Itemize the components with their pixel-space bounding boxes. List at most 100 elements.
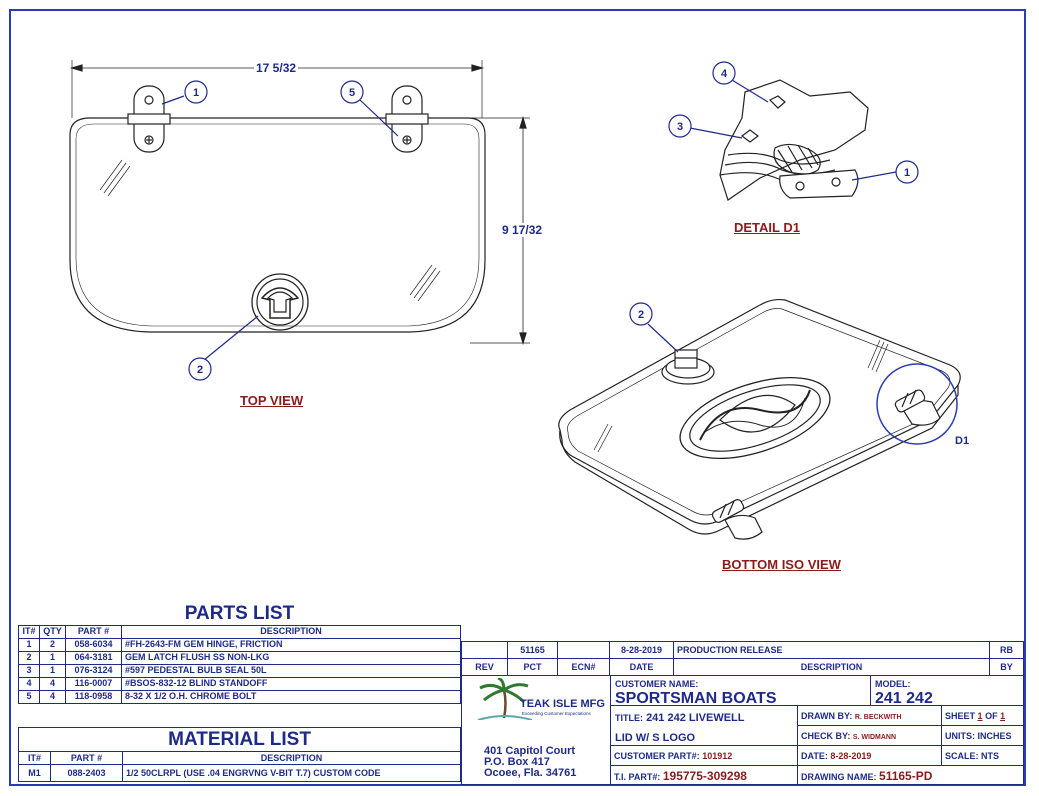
- check-by-label: CHECK BY:: [801, 731, 851, 741]
- description-cell: PRODUCTION RELEASE: [673, 641, 990, 659]
- cell: 076-3124: [65, 663, 122, 678]
- iso-balloon-2: 2: [638, 309, 644, 321]
- sheet-cell: SHEET 1 OF 1: [942, 706, 1023, 726]
- parts-list-table: PARTS LIST IT# QTY PART # DESCRIPTION 1 …: [18, 603, 461, 704]
- balloon-1: 1: [193, 87, 199, 99]
- cell: 1/2 50CLRPL (USE .04 ENGRVNG V-BIT T.7) …: [122, 764, 461, 782]
- drawn-by-cell: DRAWN BY: R. BECKWITH: [798, 706, 942, 726]
- cell: 1: [39, 650, 66, 665]
- customer-part-cell: CUSTOMER PART#: 101912: [611, 746, 798, 766]
- sheet-number: 1: [977, 711, 983, 721]
- cell: GEM LATCH FLUSH SS NON-LKG: [121, 650, 461, 665]
- detail-reference-d1: D1: [955, 435, 970, 447]
- col-header: DATE: [609, 658, 674, 676]
- material-list-title: MATERIAL LIST: [18, 727, 461, 752]
- cell: 5: [18, 689, 40, 704]
- cell: 088-2403: [50, 764, 123, 782]
- company-area: TEAK ISLE MFG Exceeding Customer Expecta…: [462, 676, 611, 784]
- table-row: M1 088-2403 1/2 50CLRPL (USE .04 ENGRVNG…: [18, 764, 461, 782]
- scale-cell: SCALE: NTS: [942, 746, 1023, 766]
- units-value: INCHES: [977, 731, 1012, 741]
- date-value: 8-28-2019: [830, 751, 872, 761]
- height-dimension: 9 17/32: [500, 223, 545, 237]
- ti-part-label: T.I. PART#:: [614, 772, 661, 782]
- balloon-2: 2: [197, 364, 203, 376]
- date-cell: DATE: 8-28-2019: [798, 746, 942, 766]
- cell: M1: [18, 764, 51, 782]
- col-header: REV: [461, 658, 508, 676]
- cell: 4: [39, 676, 66, 691]
- palm-tree-logo: [477, 678, 533, 720]
- customer-name-cell: CUSTOMER NAME: SPORTSMAN BOATS: [611, 676, 871, 707]
- title-line-1: TITLE: 241 242 LIVEWELL: [615, 712, 745, 724]
- customer-part-value: 101912: [702, 751, 733, 761]
- bottom-iso-label: BOTTOM ISO VIEW: [722, 557, 841, 572]
- detail-balloon-4: 4: [721, 68, 728, 80]
- balloon-5: 5: [349, 87, 355, 99]
- col-header: QTY: [39, 624, 66, 639]
- ti-part-cell: T.I. PART#: 195775-309298: [611, 766, 798, 784]
- address-line: Ocoee, Fla. 34761: [484, 767, 577, 779]
- detail-balloon-1: 1: [904, 167, 910, 179]
- cell: #597 PEDESTAL BULB SEAL 50L: [121, 663, 461, 678]
- cell: 116-0007: [65, 676, 122, 691]
- table-row: 5 4 118-0958 8-32 X 1/2 O.H. CHROME BOLT: [18, 689, 461, 704]
- company-tagline: Exceeding Customer Expectations: [522, 711, 591, 716]
- cell: 2: [18, 650, 40, 665]
- col-header: PART #: [50, 751, 123, 765]
- col-header: PCT: [507, 658, 558, 676]
- title-line-2: LID W/ S LOGO: [615, 732, 696, 744]
- drawn-by-value: R. BECKWITH: [854, 714, 902, 721]
- date-label: DATE:: [801, 751, 828, 761]
- address-line: 401 Capitol Court: [484, 745, 576, 757]
- revision-row: 51165 8-28-2019 PRODUCTION RELEASE RB: [461, 641, 1024, 659]
- revision-table: 51165 8-28-2019 PRODUCTION RELEASE RB RE…: [461, 641, 1024, 676]
- material-list-table: MATERIAL LIST IT# PART # DESCRIPTION M1 …: [18, 727, 461, 782]
- title-block: TEAK ISLE MFG Exceeding Customer Expecta…: [461, 675, 1024, 785]
- col-header: ECN#: [557, 658, 610, 676]
- table-row: 4 4 116-0007 #BSOS-832-12 BLIND STANDOFF: [18, 676, 461, 691]
- drawing-name-label: DRAWING NAME:: [801, 772, 877, 782]
- col-header: PART #: [65, 624, 122, 639]
- cell: 4: [18, 676, 40, 691]
- customer-name-value: SPORTSMAN BOATS: [615, 690, 777, 707]
- detail-label: DETAIL D1: [734, 220, 800, 235]
- title-label: TITLE:: [615, 713, 643, 723]
- scale-label: SCALE:: [945, 751, 979, 761]
- units-label: UNITS:: [945, 731, 975, 741]
- col-header: DESCRIPTION: [121, 624, 461, 639]
- table-row: 2 1 064-3181 GEM LATCH FLUSH SS NON-LKG: [18, 650, 461, 665]
- title-cell: TITLE: 241 242 LIVEWELL LID W/ S LOGO: [611, 706, 798, 746]
- check-by-value: S. WIDMANN: [852, 734, 897, 741]
- parts-list-title: PARTS LIST: [18, 603, 461, 626]
- width-dimension: 17 5/32: [254, 61, 299, 75]
- company-name: TEAK ISLE MFG: [520, 698, 605, 710]
- customer-part-label: CUSTOMER PART#:: [614, 751, 700, 761]
- rev-cell: [461, 641, 508, 659]
- model-label: MODEL:: [875, 679, 911, 689]
- top-view-label: TOP VIEW: [240, 393, 304, 408]
- ti-part-value: 195775-309298: [662, 769, 747, 783]
- cell: 058-6034: [65, 637, 122, 652]
- cell: 8-32 X 1/2 O.H. CHROME BOLT: [121, 689, 461, 704]
- customer-name-label: CUSTOMER NAME:: [615, 679, 699, 689]
- address-line: P.O. Box 417: [484, 756, 550, 768]
- ecn-cell: [557, 641, 610, 659]
- table-row: 3 1 076-3124 #597 PEDESTAL BULB SEAL 50L: [18, 663, 461, 678]
- drawing-name-cell: DRAWING NAME: 51165-PD: [798, 766, 1023, 784]
- cell: 3: [18, 663, 40, 678]
- cell: #FH-2643-FM GEM HINGE, FRICTION: [121, 637, 461, 652]
- col-header: DESCRIPTION: [673, 658, 990, 676]
- cell: 118-0958: [65, 689, 122, 704]
- detail-balloon-3: 3: [677, 121, 683, 133]
- sheet-label: SHEET: [945, 711, 976, 721]
- cell: 064-3181: [65, 650, 122, 665]
- by-cell: RB: [989, 641, 1024, 659]
- model-cell: MODEL: 241 242: [871, 676, 1023, 707]
- col-header: IT#: [18, 751, 51, 765]
- title-value: 241 242 LIVEWELL: [646, 712, 745, 724]
